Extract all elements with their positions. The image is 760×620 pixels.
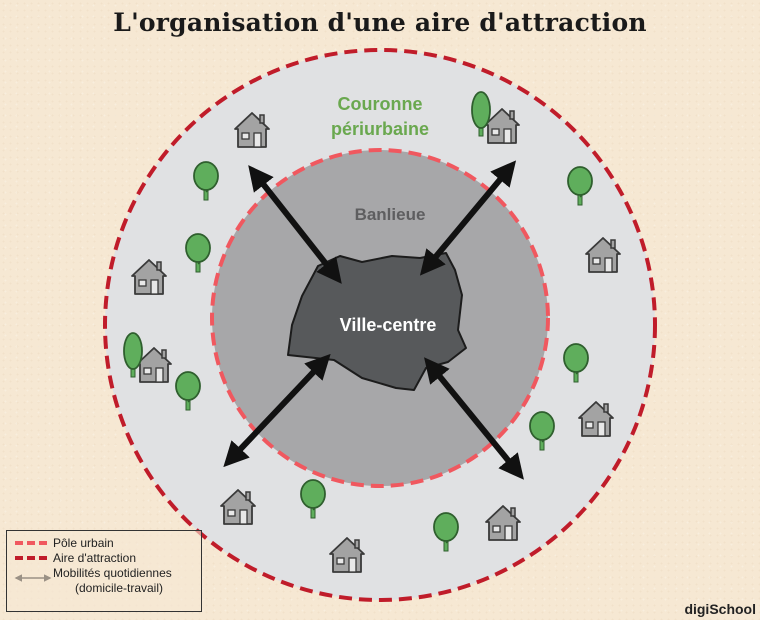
legend-item-pole-urbain: Pôle urbain (15, 535, 195, 550)
legend-item-mobilites: Mobilités quotidiennes (15, 565, 195, 580)
aire-attraction-border (103, 48, 657, 602)
pole-urbain-dash-icon (15, 540, 53, 545)
pole-urbain-border (210, 148, 550, 488)
mobility-arrow-bottom-right (424, 357, 524, 480)
legend-label-mobilites-detail: (domicile-travail) (75, 580, 164, 595)
mobility-arrow-top-right (419, 160, 517, 276)
legend-item-aire-attraction: Aire d'attraction (15, 550, 195, 565)
aire-attraction-dash-icon (15, 555, 53, 560)
mobility-arrow-bottom-left (223, 353, 331, 468)
brand-logo: digiSchool (684, 601, 756, 617)
couronne-label-line1: Couronne (338, 94, 423, 114)
legend-label-mobilites: Mobilités quotidiennes (53, 565, 172, 580)
mobility-arrow-top-left (248, 165, 342, 284)
diagram-title: L'organisation d'une aire d'attraction (113, 8, 647, 37)
ville-centre-label: Ville-centre (340, 315, 437, 335)
legend: Pôle urbain Aire d'attraction Mobilités … (6, 530, 202, 612)
legend-item-mobilites-detail: (domicile-travail) (15, 580, 195, 595)
legend-label-aire-attraction: Aire d'attraction (53, 550, 136, 565)
legend-label-pole-urbain: Pôle urbain (53, 535, 114, 550)
banlieue-label: Banlieue (355, 205, 426, 224)
couronne-label-line2: périurbaine (331, 119, 429, 139)
